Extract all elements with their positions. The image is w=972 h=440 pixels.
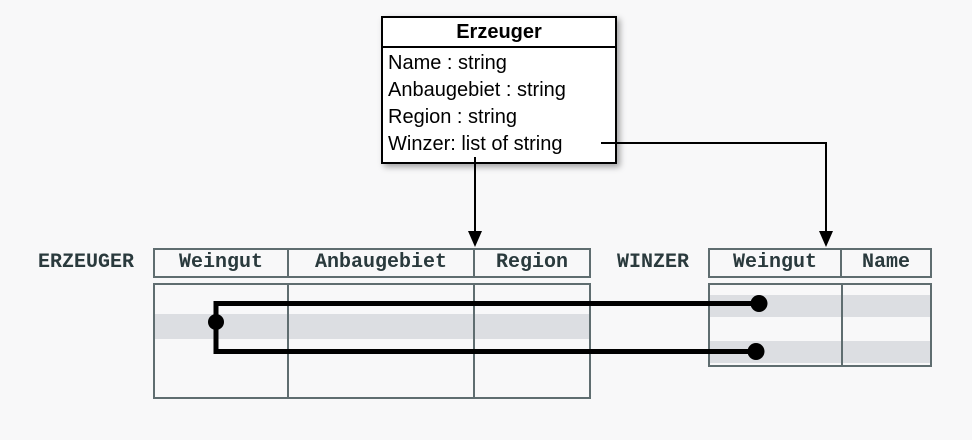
erzeuger-table-header: Weingut Anbaugebiet Region xyxy=(153,248,591,278)
winzer-column-header-name: Name xyxy=(861,251,910,274)
erzeuger-highlighted-row xyxy=(155,314,589,339)
erzeuger-table-label: ERZEUGER xyxy=(38,251,135,274)
winzer-attribute-to-winzer-arrow-line xyxy=(601,142,827,233)
uml-attribute-anbaugebiet: Anbaugebiet : string xyxy=(388,79,566,101)
winzer-table-body xyxy=(708,283,932,367)
uml-attribute-name: Name : string xyxy=(388,52,507,74)
erzeuger-column-header-weingut: Weingut xyxy=(155,250,289,276)
erzeuger-column-header-region: Region xyxy=(495,251,568,274)
erzeuger-table-body xyxy=(153,283,591,399)
erzeuger-column-divider xyxy=(473,285,475,397)
winzer-table-label: WINZER xyxy=(617,251,690,274)
uml-class-erzeuger: Erzeuger Name : string Anbaugebiet : str… xyxy=(381,16,617,164)
uml-class-title: Erzeuger xyxy=(383,18,615,48)
winzer-highlighted-row-1 xyxy=(710,295,930,317)
winzer-table-header: Weingut Name xyxy=(708,248,932,278)
winzer-column-header-weingut: Weingut xyxy=(710,250,842,276)
uml-attribute-region: Region : string xyxy=(388,106,517,128)
uml-attribute-winzer: Winzer: list of string xyxy=(388,133,563,155)
uml-class-attributes: Name : string Anbaugebiet : string Regio… xyxy=(383,48,615,162)
winzer-column-divider xyxy=(841,285,843,365)
erzeuger-column-divider xyxy=(287,285,289,397)
down-arrowhead-icon xyxy=(819,231,833,247)
erzeuger-column-header-anbaugebiet: Anbaugebiet xyxy=(289,250,475,276)
down-arrowhead-icon xyxy=(468,231,482,247)
winzer-highlighted-row-2 xyxy=(710,341,930,363)
